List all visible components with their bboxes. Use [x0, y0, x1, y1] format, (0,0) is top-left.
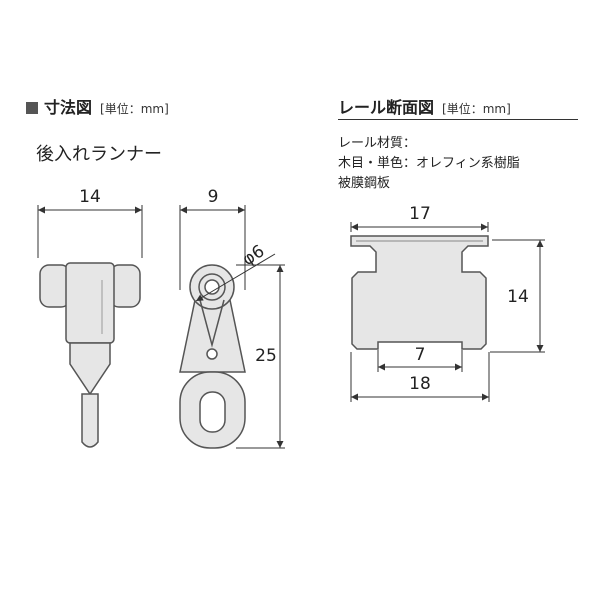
dimension-drawing-heading: 寸法図 [単位：mm]	[26, 94, 169, 118]
label-runner-front-width: 14	[79, 187, 101, 207]
dimension-drawing-title: 寸法図	[44, 98, 93, 117]
square-bullet-icon	[26, 102, 38, 114]
label-rail-bottom-width: 18	[409, 374, 431, 394]
label-runner-side-width: 9	[208, 187, 219, 207]
leader-line-wheel-diameter	[195, 253, 276, 302]
rail-cross-section	[350, 235, 489, 350]
runner-side-view	[179, 264, 246, 449]
material-line-3: 被膜鋼板	[338, 176, 391, 191]
rail-material-text: レール材質： 木目・単色：オレフィン系樹脂 被膜鋼板	[338, 134, 578, 194]
rail-section-heading: レール断面図 [単位：mm]	[338, 94, 511, 118]
label-rail-top-width: 17	[409, 204, 431, 224]
runner-subtitle: 後入れランナー	[36, 144, 162, 165]
dimension-drawing-unit: [単位：mm]	[100, 102, 169, 116]
material-line-2: 木目・単色：オレフィン系樹脂	[338, 156, 520, 171]
label-rail-slot-width: 7	[415, 345, 426, 365]
runner-front-view	[39, 262, 141, 448]
material-line-1: レール材質：	[338, 136, 417, 151]
rail-section-unit: [単位：mm]	[442, 102, 511, 116]
label-rail-height: 14	[507, 287, 529, 307]
label-runner-height: 25	[255, 346, 277, 366]
label-wheel-diameter: φ6	[239, 241, 268, 270]
heading-divider	[338, 119, 578, 120]
rail-section-title: レール断面図	[338, 98, 435, 117]
